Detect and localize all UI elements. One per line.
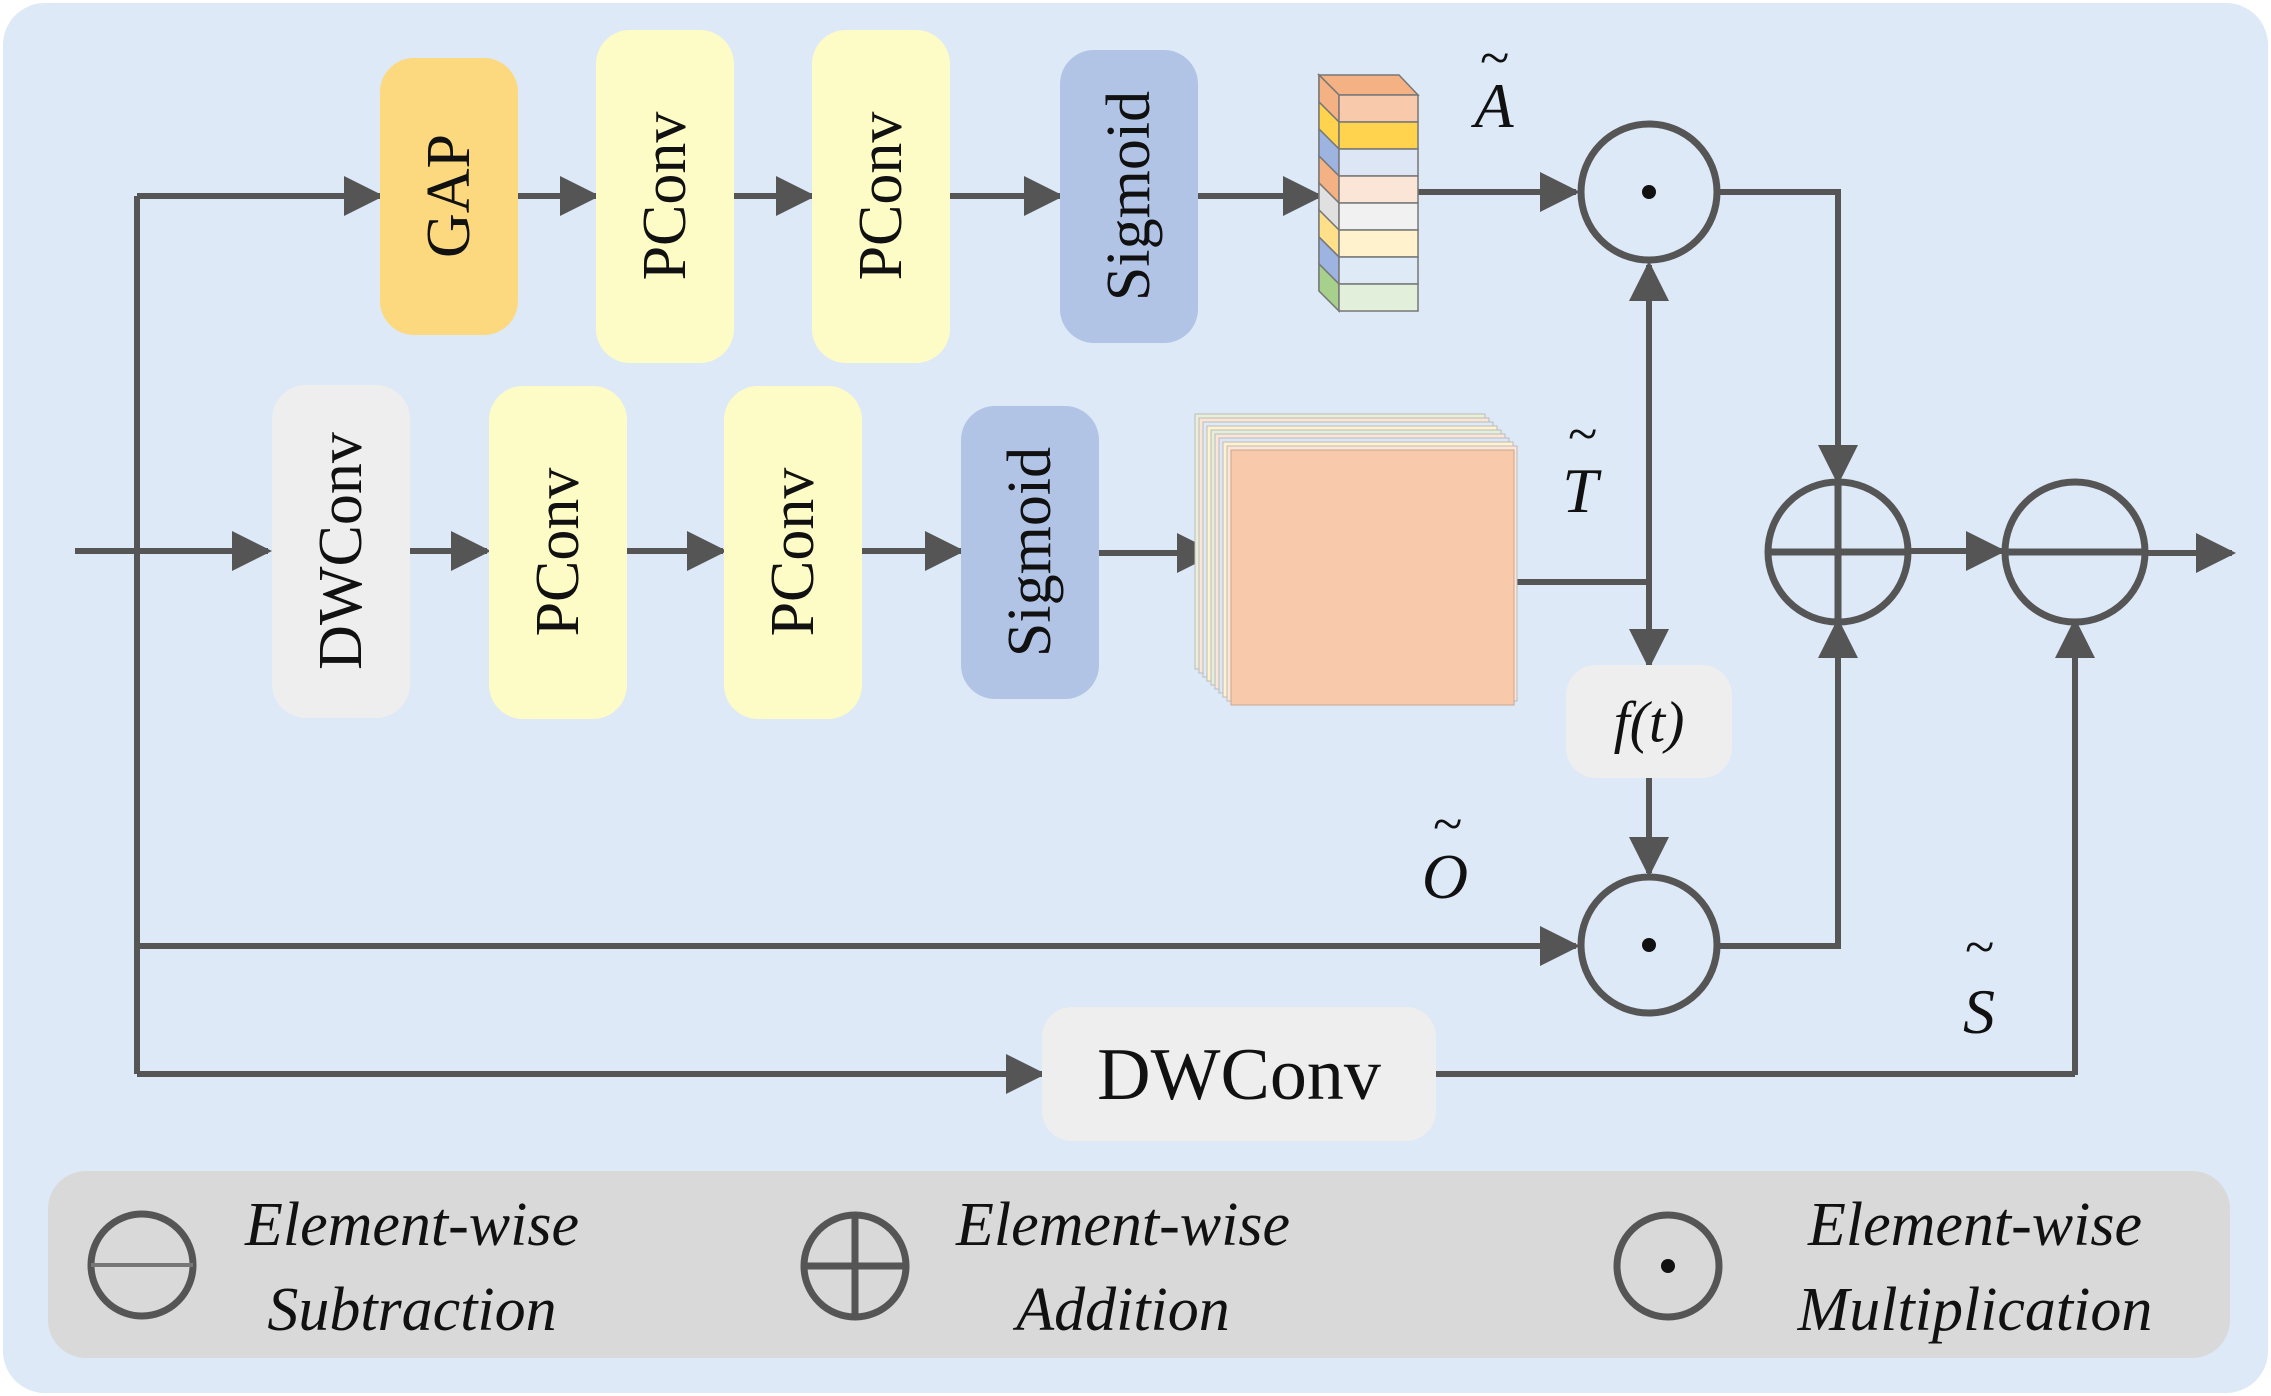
top-pconv1-block: PConv [596, 30, 734, 363]
svg-text:~: ~ [1479, 28, 1508, 88]
svg-text:~: ~ [1432, 794, 1461, 854]
symbol-a-tilde: ~ A [1470, 28, 1514, 141]
legend-addition-line1: Element-wise [955, 1191, 1290, 1259]
legend-subtraction-line2: Subtraction [267, 1276, 556, 1344]
bottom-dwconv-block: DWConv [1042, 1007, 1436, 1141]
top-multiply-operator [1577, 120, 1721, 264]
legend-multiplication-line2: Multiplication [1797, 1276, 2153, 1344]
legend-addition-line2: Addition [1012, 1276, 1230, 1344]
symbol-t: T [1562, 455, 1602, 526]
subtract-operator [2001, 478, 2149, 626]
bottom-mult-to-add-line [1720, 943, 1841, 949]
ft-block: f(t) [1566, 665, 1732, 778]
symbol-o: O [1422, 841, 1468, 912]
ft-label: f(t) [1614, 690, 1685, 755]
mid-pconv2-label: PConv [759, 468, 827, 637]
channel-vector-icon [1317, 73, 1420, 313]
gap-block: GAP [380, 58, 518, 335]
bottom-dwconv-label: DWConv [1097, 1034, 1381, 1116]
legend-addition: Element-wise Addition [800, 1191, 1290, 1344]
legend-subtraction-line1: Element-wise [244, 1191, 579, 1259]
s-line [1436, 1071, 2078, 1077]
feature-map-stack-icon [1194, 413, 1518, 706]
legend-multiplication: Element-wise Multiplication [1613, 1191, 2153, 1344]
legend-subtraction: Element-wise Subtraction [87, 1191, 579, 1344]
diagram-background [3, 3, 2268, 1393]
mid-pconv2-block: PConv [724, 386, 862, 719]
svg-text:~: ~ [1567, 404, 1596, 464]
mid-dwconv-block: DWConv [272, 385, 410, 718]
top-pconv1-label: PConv [631, 112, 699, 281]
add-operator [1764, 478, 1912, 626]
symbol-s: S [1963, 976, 1995, 1047]
top-sigmoid-label: Sigmoid [1095, 91, 1163, 301]
top-pconv2-block: PConv [812, 30, 950, 363]
mid-sigmoid-block: Sigmoid [961, 406, 1099, 699]
legend: Element-wise Subtraction Element-wise Ad… [48, 1171, 2230, 1358]
legend-addition-icon [800, 1211, 910, 1321]
symbol-a: A [1470, 70, 1514, 141]
mid-pconv1-block: PConv [489, 386, 627, 719]
symbol-o-tilde: ~ O [1422, 794, 1468, 912]
top-mult-to-add-line [1720, 189, 1841, 195]
mid-sigmoid-label: Sigmoid [996, 447, 1064, 657]
gap-label: GAP [415, 134, 483, 258]
bottom-multiply-operator [1577, 873, 1721, 1017]
top-sigmoid-block: Sigmoid [1060, 50, 1198, 343]
svg-text:~: ~ [1964, 917, 1993, 977]
mid-pconv1-label: PConv [524, 468, 592, 637]
symbol-t-tilde: ~ T [1562, 404, 1602, 526]
top-pconv2-label: PConv [847, 112, 915, 281]
legend-multiplication-icon [1613, 1211, 1723, 1321]
symbol-s-tilde: ~ S [1963, 917, 1995, 1047]
legend-multiplication-line1: Element-wise [1807, 1191, 2142, 1259]
connectors [75, 172, 2236, 1094]
mid-dwconv-label: DWConv [307, 432, 375, 670]
legend-subtraction-icon [87, 1210, 197, 1320]
